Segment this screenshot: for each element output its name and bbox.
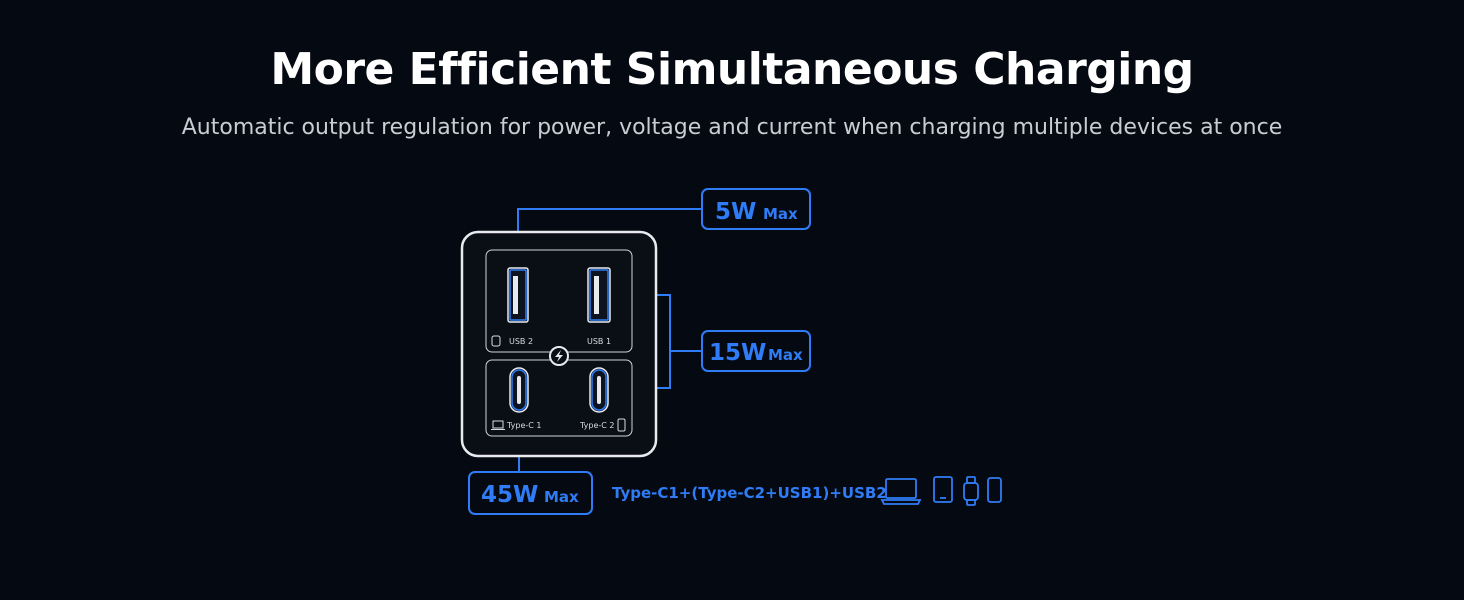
usb1-port (587, 267, 611, 323)
tablet-icon (933, 476, 953, 503)
typec2-port-label: Type-C 2 (579, 421, 614, 430)
watch-small-icon (491, 335, 501, 347)
callout-15w-unit: Max (768, 346, 803, 364)
typec2-port (589, 367, 609, 413)
laptop-small-icon (491, 420, 505, 430)
callout-45w-value: 45W (481, 482, 538, 508)
watch-icon (963, 476, 979, 506)
subheadline: Automatic output regulation for power, v… (181, 115, 1283, 140)
laptop-icon (880, 478, 922, 505)
phone-icon (987, 477, 1002, 503)
callout-5w: 5W Max (701, 188, 811, 230)
callout-15w-value: 15W (709, 340, 766, 366)
phone-small-icon (617, 418, 626, 432)
typec1-port-label: Type-C 1 (506, 421, 541, 430)
headline: More Efficient Simultaneous Charging (270, 44, 1194, 95)
callout-45w-unit: Max (544, 488, 579, 506)
callout-45w: 45W Max (468, 471, 593, 515)
port-combination-label: Type-C1+(Type-C2+USB1)+USB2 (612, 484, 887, 502)
callout-5w-unit: Max (763, 205, 798, 223)
usb2-port-label: USB 2 (509, 337, 533, 346)
usb1-port-label: USB 1 (587, 337, 611, 346)
callout-5w-value: 5W (715, 199, 756, 225)
charging-logo-icon (549, 346, 569, 366)
typec1-port (509, 367, 529, 413)
callout-15w: 15W Max (701, 330, 811, 372)
charger-body (460, 230, 658, 458)
usb2-port (507, 267, 529, 323)
